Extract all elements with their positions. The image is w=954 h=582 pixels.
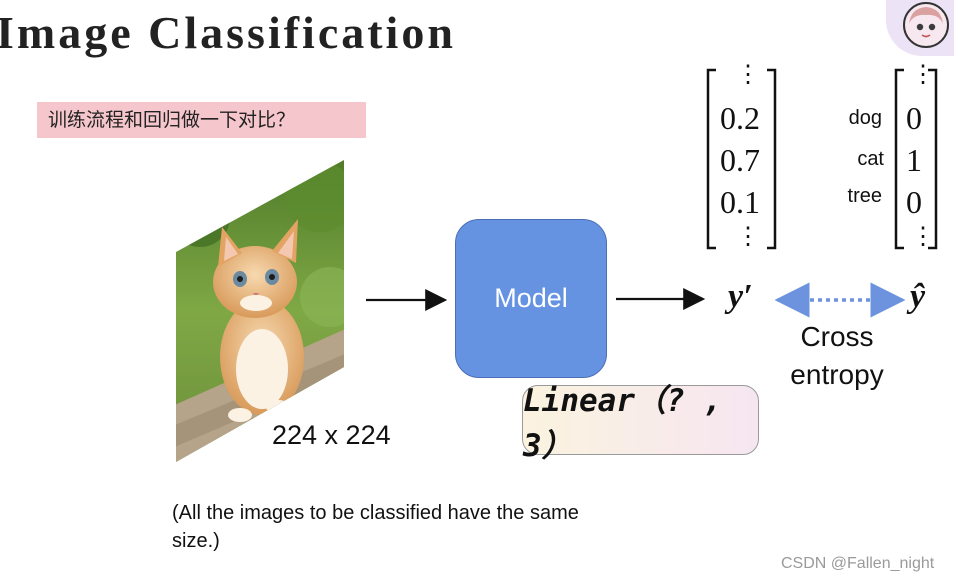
loss-label-line1: Cross	[800, 321, 874, 352]
target-bracket-left	[894, 68, 904, 250]
target-value: 0	[906, 184, 922, 220]
target-vdots-top: ⋮	[911, 60, 935, 88]
prediction-value: 0.7	[720, 142, 760, 178]
same-size-note: (All the images to be classified have th…	[172, 502, 579, 552]
class-label: cat	[857, 148, 884, 170]
class-label: dog	[848, 107, 882, 129]
avatar-icon	[903, 2, 949, 48]
prediction-value: 0.1	[720, 184, 760, 220]
target-value: 1	[906, 142, 922, 178]
image-size-label: 224 x 224	[272, 420, 391, 450]
target-vdots-bottom: ⋮	[911, 222, 935, 250]
prediction-bracket-left	[706, 68, 716, 250]
watermark: CSDN @Fallen_night	[781, 555, 935, 572]
prediction-value: 0.2	[720, 100, 760, 136]
loss-label-line2: entropy	[790, 359, 884, 390]
class-label: tree	[847, 185, 882, 207]
model-box: Model	[455, 219, 607, 378]
target-bracket-right	[928, 68, 938, 250]
question-banner: 训练流程和回归做一下对比？	[37, 102, 366, 138]
target-value: 0	[906, 100, 922, 136]
linear-layer-box: Linear（? , 3）	[522, 383, 759, 464]
prediction-vdots-bottom: ⋮	[736, 222, 760, 250]
prediction-vdots-top: ⋮	[736, 60, 760, 88]
cat-image	[176, 160, 344, 462]
cross-entropy-label: Cross entropy	[770, 318, 904, 394]
target-symbol: ŷ	[910, 278, 926, 315]
slide-title: Image Classification	[0, 7, 456, 58]
prediction-bracket-right	[767, 68, 777, 250]
model-label: Model	[494, 283, 568, 313]
prediction-symbol: y′	[728, 278, 753, 315]
linear-label: Linear（? , 3）	[523, 383, 722, 464]
